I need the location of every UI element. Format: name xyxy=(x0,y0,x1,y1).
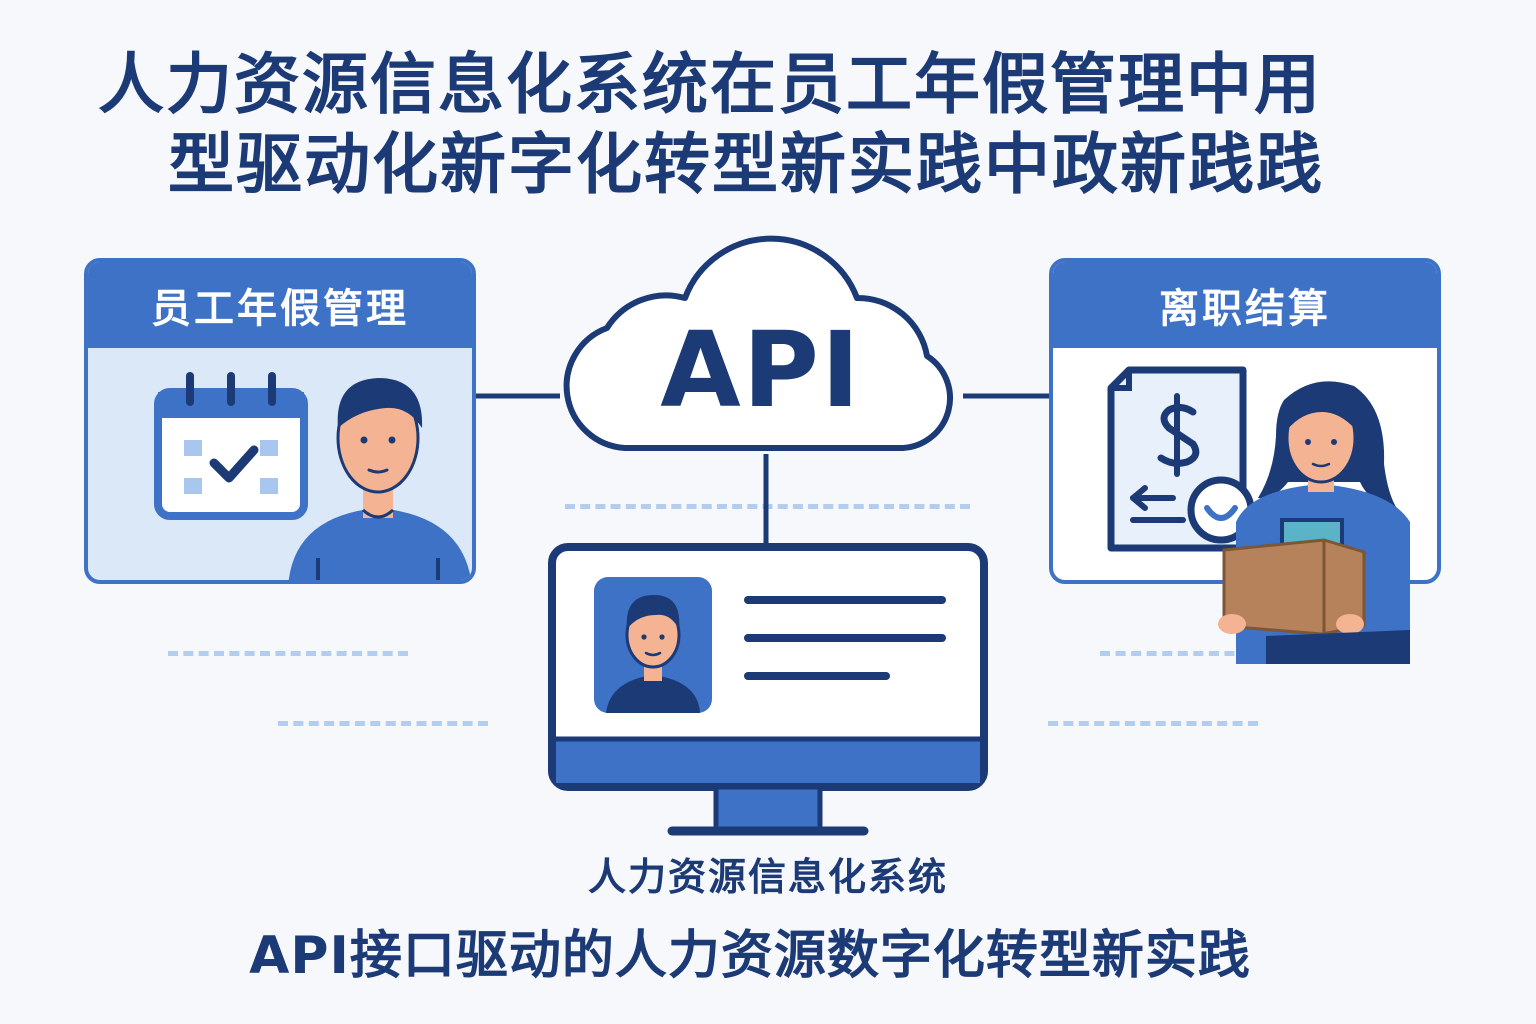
main-caption: API接口驱动的人力资源数字化转型新实践 xyxy=(249,926,1251,986)
system-caption: 人力资源信息化系统 xyxy=(587,855,948,899)
employee-male-avatar xyxy=(288,378,471,580)
api-label: API xyxy=(660,309,862,431)
decorative-dashes xyxy=(278,721,488,726)
cloud-icon xyxy=(563,235,953,451)
title-line-1: 人力资源信息化系统在员工年假管理中用 xyxy=(98,46,1322,123)
decorative-dashes xyxy=(1100,651,1250,656)
annual-leave-panel: 员工年假管理 xyxy=(84,258,476,584)
decorative-dashes xyxy=(168,651,408,656)
calendar-check-icon xyxy=(154,372,308,520)
title-line-2: 型驱动化新字化转型新实践中政新践践 xyxy=(168,126,1324,203)
resignation-settlement-panel-header: 离职结算 xyxy=(1053,262,1437,348)
decorative-dashes xyxy=(1048,721,1258,726)
annual-leave-panel-header: 员工年假管理 xyxy=(88,262,472,348)
departing-employee-with-box xyxy=(1218,381,1410,664)
annual-leave-panel-illustration xyxy=(154,372,471,580)
api-cloud xyxy=(555,226,967,454)
employee-profile-avatar xyxy=(594,577,712,713)
monitor-icon xyxy=(548,543,988,836)
